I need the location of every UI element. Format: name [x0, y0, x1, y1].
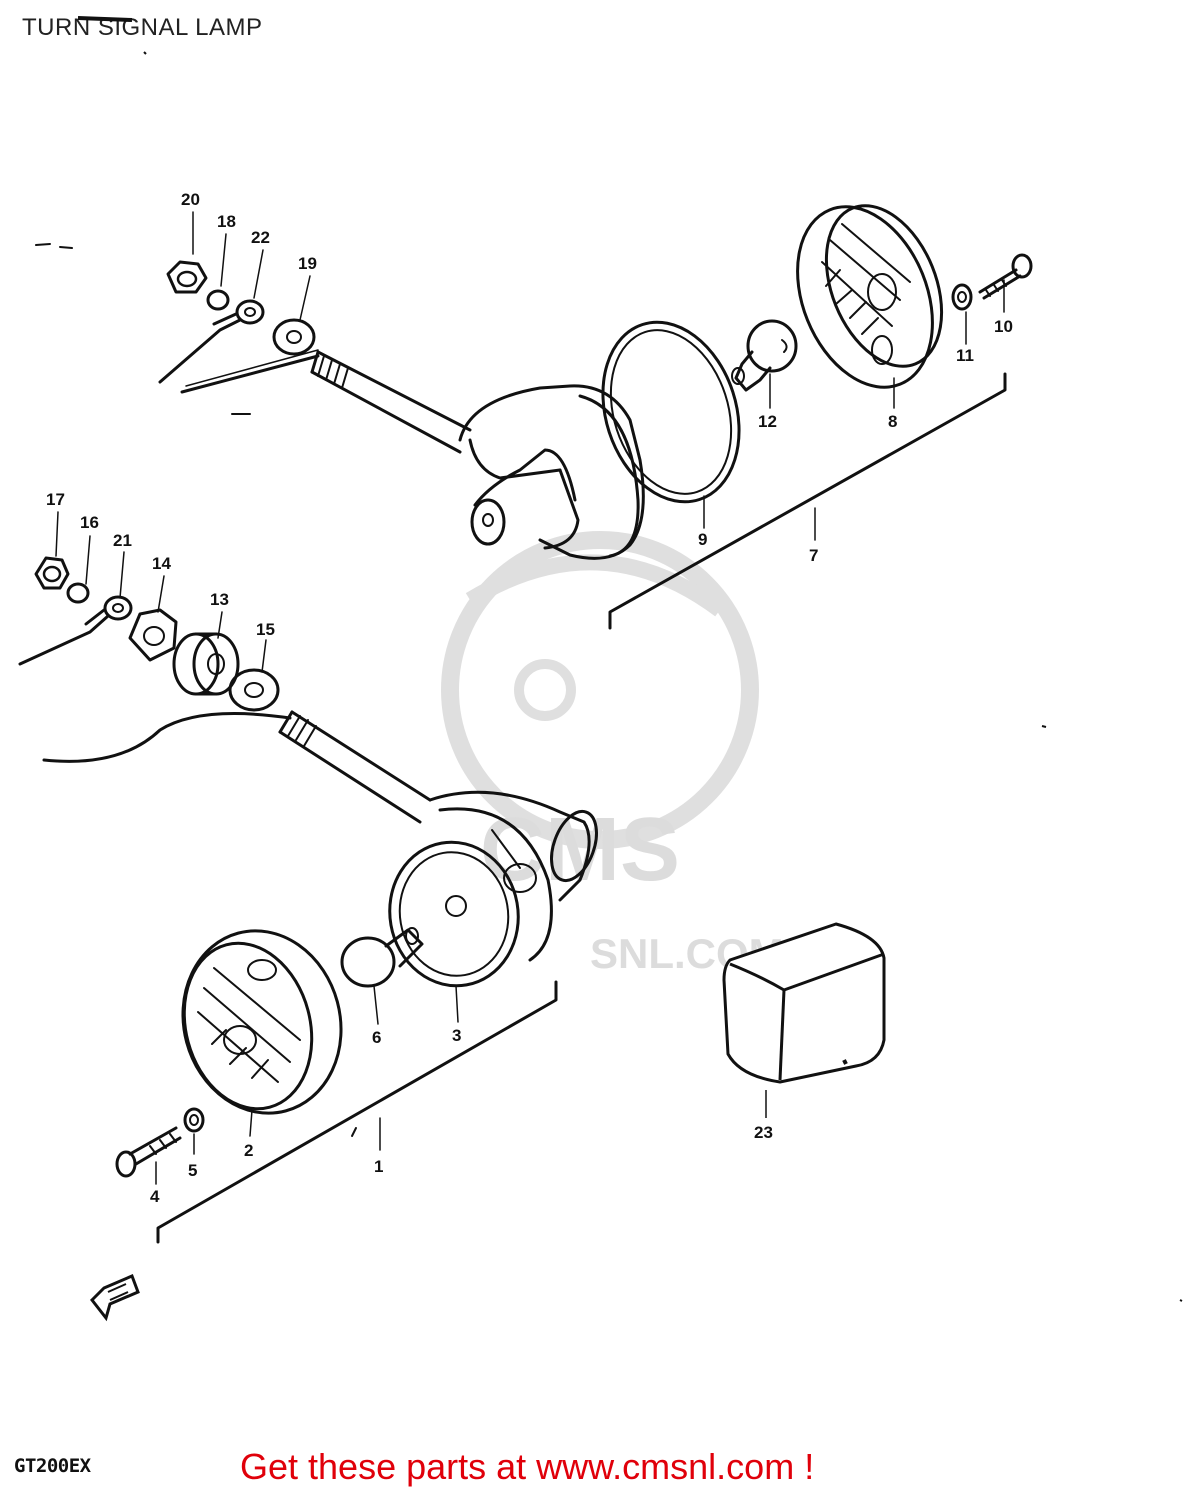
part-label-10: 10: [994, 317, 1013, 336]
upper-stem: [310, 350, 472, 454]
cms-watermark: CMS SNL.COM: [441, 531, 784, 977]
flasher-relay-23-icon: [722, 922, 886, 1118]
part-label-3: 3: [452, 1026, 461, 1045]
model-code: GT200EX: [14, 1455, 91, 1477]
scan-specks: [77, 16, 1183, 1302]
part-label-19: 19: [298, 254, 317, 273]
part-number-labels: 20 18 22 19 10 11 12 8 9 7 17 16 21 14 1…: [46, 190, 1013, 1206]
cta-link[interactable]: Get these parts at www.cmsnl.com !: [240, 1446, 815, 1487]
nut-14-icon: [128, 608, 178, 662]
washer-15-icon: [228, 668, 280, 712]
part-label-18: 18: [217, 212, 236, 231]
gasket-9-icon: [601, 320, 741, 504]
bulb-6-icon: [340, 927, 424, 988]
assembly-7-bracket: [608, 372, 1007, 630]
watermark-brand: CMS: [480, 800, 680, 900]
watermark-eye: [514, 659, 576, 721]
rim-3-icon: [388, 840, 520, 988]
lower-turn-signal-assembly: [18, 511, 598, 1244]
assembly-1-bracket: [156, 980, 558, 1244]
lower-lamp-housing: [428, 790, 598, 962]
screw-10-icon: [978, 253, 1033, 300]
nut-20-icon: [166, 260, 208, 294]
lower-stem: [278, 710, 432, 824]
part-label-12: 12: [758, 412, 777, 431]
watermark-cap: [465, 554, 725, 617]
terminal-22-icon: [158, 299, 265, 384]
lens-8-icon: [796, 204, 944, 389]
watermark-face-outline: [441, 531, 759, 849]
lower-wire-lead: [42, 712, 292, 763]
part-label-2: 2: [244, 1141, 253, 1160]
part-label-5: 5: [188, 1161, 197, 1180]
part-label-1: 1: [374, 1157, 383, 1176]
nut-17-icon: [34, 556, 70, 590]
part-label-7: 7: [809, 546, 818, 565]
part-label-13: 13: [210, 590, 229, 609]
screw-4-icon: [115, 1126, 182, 1178]
terminal-21-icon: [18, 595, 133, 666]
part-label-20: 20: [181, 190, 200, 209]
bulb-12-icon: [731, 319, 798, 392]
part-label-9: 9: [698, 530, 707, 549]
part-label-14: 14: [152, 554, 171, 573]
lock-washer-18-icon: [206, 289, 230, 311]
front-direction-arrow-icon: [90, 1274, 140, 1322]
part-label-15: 15: [256, 620, 275, 639]
page-title: TURN SIGNAL LAMP: [22, 14, 263, 41]
lens-2-icon: [181, 929, 343, 1115]
upper-turn-signal-assembly: [35, 204, 1033, 630]
part-label-8: 8: [888, 412, 897, 431]
part-label-11: 11: [956, 346, 974, 365]
part-label-6: 6: [372, 1028, 381, 1047]
washer-19-icon: [272, 318, 316, 356]
upper-lamp-housing: [458, 384, 645, 560]
part-label-16: 16: [80, 513, 99, 532]
lock-washer-16-icon: [66, 582, 90, 604]
grommet-13-icon: [172, 632, 240, 696]
upper-wire-lead: [180, 354, 320, 394]
nut-11-icon: [951, 283, 973, 311]
part-label-23: 23: [754, 1123, 773, 1142]
washer-5-icon: [183, 1107, 205, 1133]
part-label-21: 21: [113, 531, 132, 550]
part-label-4: 4: [150, 1187, 160, 1206]
part-label-17: 17: [46, 490, 65, 509]
part-label-22: 22: [251, 228, 270, 247]
